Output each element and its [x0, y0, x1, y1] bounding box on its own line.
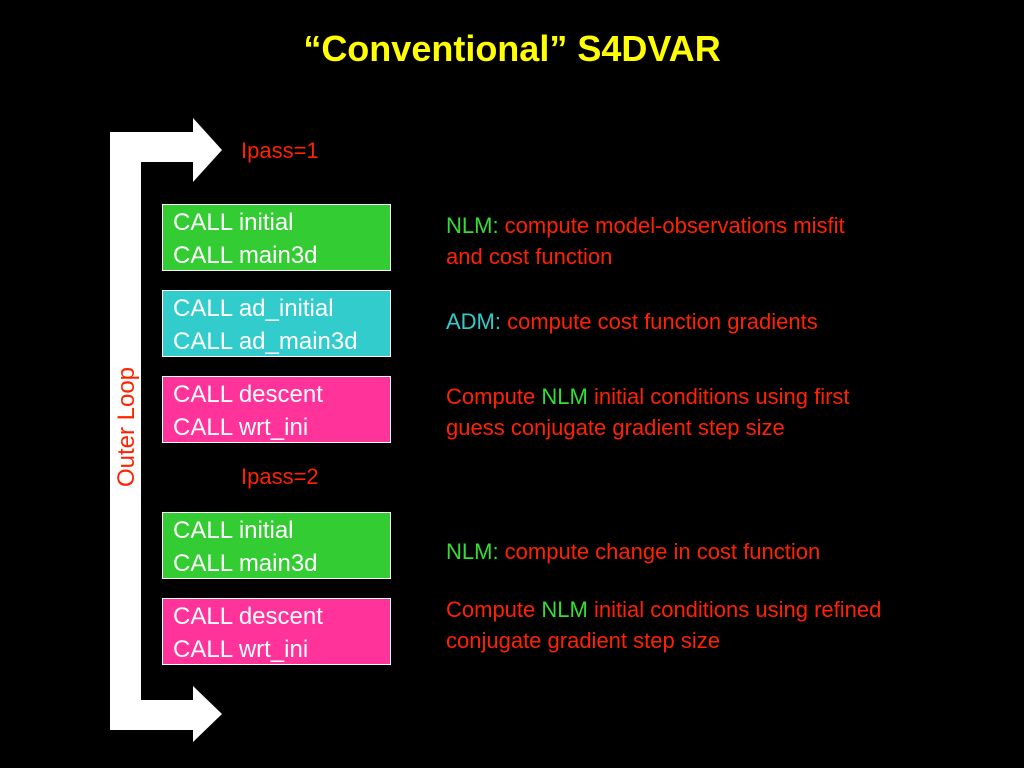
ipass-2-label: Ipass=2 — [241, 464, 319, 489]
description-text: compute model-observations misfit — [498, 213, 845, 238]
call-box-adjoint: CALL ad_initial CALL ad_main3d — [162, 290, 391, 357]
call-line: CALL main3d — [173, 242, 318, 269]
nlm-keyword: NLM — [541, 597, 588, 622]
call-line: CALL descent — [173, 603, 323, 630]
description-text: compute cost function gradients — [501, 309, 818, 334]
nlm-keyword: NLM: — [446, 539, 499, 564]
description-text: guess conjugate gradient step size — [446, 415, 785, 440]
slide-title: “Conventional” S4DVAR — [303, 28, 721, 69]
call-line: CALL initial — [173, 209, 294, 236]
call-line: CALL initial — [173, 517, 294, 544]
description-descent-refined: Compute NLM initial conditions using ref… — [446, 594, 881, 656]
call-box-initial-2: CALL initial CALL main3d — [162, 512, 391, 579]
description-text: compute change in cost function — [498, 539, 821, 564]
nlm-keyword: NLM — [541, 384, 588, 409]
outer-loop-label: Outer Loop — [113, 366, 140, 488]
call-line: CALL main3d — [173, 550, 318, 577]
call-box-descent-1: CALL descent CALL wrt_ini — [162, 376, 391, 443]
call-line: CALL wrt_ini — [173, 414, 309, 441]
call-line: CALL ad_initial — [173, 295, 334, 322]
description-text: Compute — [446, 384, 542, 409]
description-nlm-change: NLM: compute change in cost function — [446, 536, 820, 567]
call-line: CALL descent — [173, 381, 323, 408]
call-line: CALL ad_main3d — [173, 328, 358, 355]
description-text: initial conditions using refined — [587, 597, 882, 622]
ipass-1-label: Ipass=1 — [241, 138, 319, 163]
description-adm-gradients: ADM: compute cost function gradients — [446, 306, 818, 337]
description-nlm-misfit: NLM: compute model-observations misfit a… — [446, 210, 845, 272]
call-box-descent-2: CALL descent CALL wrt_ini — [162, 598, 391, 665]
description-text: conjugate gradient step size — [446, 628, 720, 653]
adm-keyword: ADM: — [446, 309, 501, 334]
description-descent-first: Compute NLM initial conditions using fir… — [446, 381, 850, 443]
call-box-initial-1: CALL initial CALL main3d — [162, 204, 391, 271]
nlm-keyword: NLM: — [446, 213, 499, 238]
description-text: initial conditions using first — [587, 384, 850, 409]
description-text: Compute — [446, 597, 542, 622]
description-text: and cost function — [446, 244, 613, 269]
call-line: CALL wrt_ini — [173, 636, 309, 663]
